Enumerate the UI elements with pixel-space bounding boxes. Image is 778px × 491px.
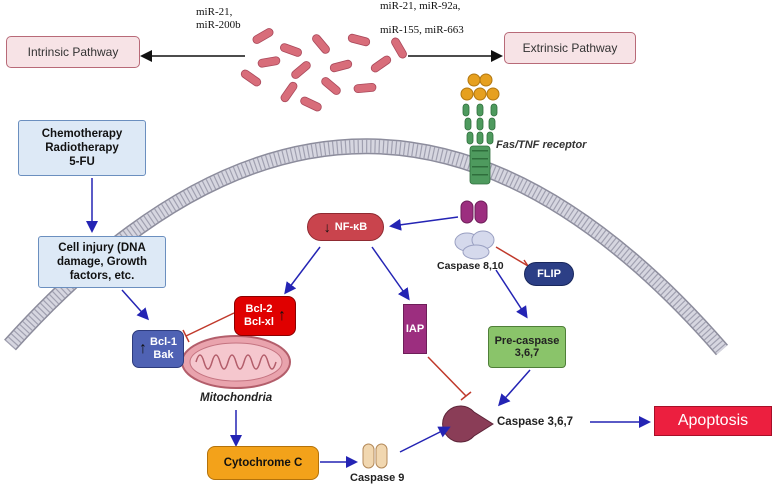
caspase-3-6-7-graphic — [442, 405, 494, 443]
caspase-3-6-7-label: Caspase 3,6,7 — [497, 416, 574, 428]
treatment-line-3: 5-FU — [69, 156, 95, 168]
bcl2-node: Bcl-2 Bcl-xl ↑ — [234, 296, 296, 336]
caspase-8-10-label: Caspase 8,10 — [437, 260, 504, 272]
mitochondria-graphic — [181, 335, 291, 389]
cell-injury-line-2: damage, Growth — [56, 256, 148, 268]
up-arrow-icon: ↑ — [139, 340, 148, 357]
bcl1-label-2: Bak — [153, 349, 174, 361]
mirna-left-label: miR-21, miR-200b — [196, 6, 241, 32]
cytochrome-c-node: Cytochrome C — [207, 446, 319, 480]
cell-injury-line-3: factors, etc. — [69, 270, 135, 282]
pre-caspase-label-2: 3,6,7 — [514, 347, 540, 359]
caspase-9-graphic — [362, 443, 388, 469]
pre-caspase-node: Pre-caspase 3,6,7 — [488, 326, 566, 368]
caspase-9-label: Caspase 9 — [350, 472, 405, 484]
iap-node: IAP — [403, 304, 427, 354]
bacteria-cluster — [240, 28, 407, 112]
treatment-line-1: Chemotherapy — [41, 128, 123, 140]
nfkb-node: ↓ NF-κB — [307, 213, 384, 241]
up-arrow-icon: ↑ — [277, 307, 286, 324]
cell-injury-line-1: Cell injury (DNA — [58, 242, 146, 254]
bcl2-label-1: Bcl-2 — [245, 303, 273, 315]
inhibition-arrows — [182, 246, 533, 401]
mirna-right-top: miR-21, miR-92a, — [380, 0, 461, 12]
fas-tnf-receptor-graphic — [460, 73, 500, 185]
flip-label: FLIP — [537, 267, 561, 280]
treatment-line-2: Radiotherapy — [45, 142, 119, 154]
bcl1-node: ↑ Bcl-1 Bak — [132, 330, 184, 368]
activation-arrows — [86, 178, 651, 468]
intrinsic-pathway-box: Intrinsic Pathway — [6, 36, 140, 68]
bcl1-label-1: Bcl-1 — [150, 336, 177, 348]
mirna-left-line-2: miR-200b — [196, 19, 241, 31]
treatment-box: Chemotherapy Radiotherapy 5-FU — [18, 120, 146, 176]
down-arrow-icon: ↓ — [323, 219, 331, 235]
bcl2-label-2: Bcl-xl — [244, 316, 274, 328]
adaptor-protein — [460, 200, 488, 224]
mitochondria-label: Mitochondria — [200, 392, 273, 404]
cell-injury-box: Cell injury (DNA damage, Growth factors,… — [38, 236, 166, 288]
caspase-8-10-graphic — [454, 230, 495, 260]
mirna-right-bottom: miR-155, miR-663 — [380, 24, 464, 36]
apoptosis-node: Apoptosis — [654, 406, 772, 436]
iap-label: IAP — [405, 322, 425, 335]
nfkb-label: NF-κB — [334, 220, 368, 233]
pre-caspase-label-1: Pre-caspase — [494, 335, 560, 347]
extrinsic-pathway-box: Extrinsic Pathway — [504, 32, 636, 64]
mirna-left-line-1: miR-21, — [196, 6, 233, 18]
flip-node: FLIP — [524, 262, 574, 286]
receptor-label: Fas/TNF receptor — [496, 139, 587, 151]
bcl1-text: Bcl-1 Bak — [150, 336, 177, 362]
bcl2-text: Bcl-2 Bcl-xl — [244, 303, 274, 329]
